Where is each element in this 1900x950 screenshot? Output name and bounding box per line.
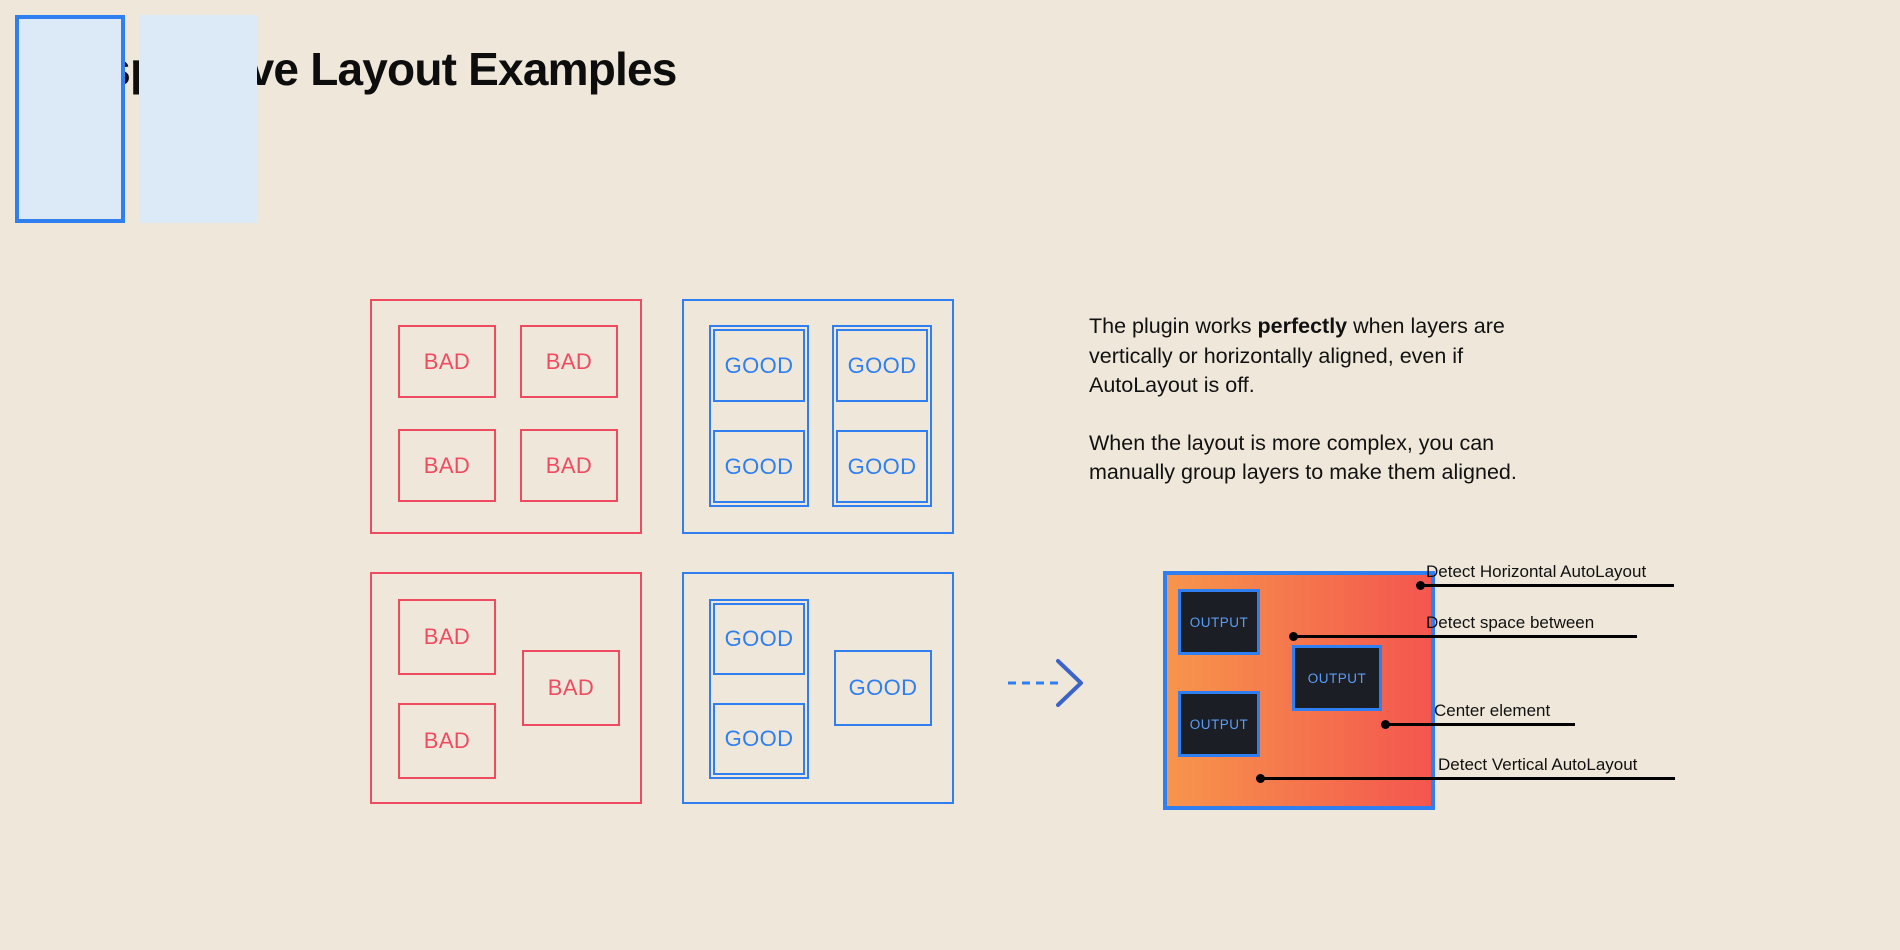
example-panel-good-offset: GOOD GOOD GOOD [682,572,954,804]
example-cell-bad: BAD [520,325,618,398]
preview-column-left [15,15,125,223]
preview-output-box: OUTPUT [1292,645,1382,711]
callout-label: Center element [1434,701,1551,720]
description-p1-emphasis: perfectly [1257,314,1348,338]
example-cell-good: GOOD [713,703,805,775]
callout-anchor-dot [1381,720,1390,729]
preview-output-box: OUTPUT [1178,691,1260,757]
example-cell-bad: BAD [520,429,618,502]
example-cell-good: GOOD [834,650,932,726]
example-panel-bad-offset: BAD BAD BAD [370,572,642,804]
layer-group-column-left [709,599,809,779]
example-cell-good: GOOD [713,603,805,675]
description-p1-before: The plugin works [1089,314,1258,338]
example-cell-bad: BAD [398,325,496,398]
callout-label: Detect space between [1426,613,1595,632]
description-paragraph-2: When the layout is more complex, you can… [1089,430,1517,485]
callout-label: Detect Vertical AutoLayout [1438,755,1638,774]
callout-anchor-dot [1256,774,1265,783]
callout-leader-line [1385,723,1575,726]
callout-leader-line [1293,635,1637,638]
example-cell-good: GOOD [713,329,805,402]
example-cell-good: GOOD [836,329,928,402]
callout-detect-horizontal-autolayout: Detect Horizontal AutoLayout [1416,552,1674,590]
callout-label: Detect Horizontal AutoLayout [1426,562,1647,581]
callout-detect-space-between: Detect space between [1289,603,1637,641]
example-cell-good: GOOD [836,430,928,503]
callout-anchor-dot [1289,632,1298,641]
preview-column-right [139,15,257,223]
callout-leader-line [1260,777,1675,780]
description-p1-after: when layers are vertically or horizontal… [1089,314,1505,397]
layer-group-column-left [709,325,809,507]
example-panel-bad-grid: BAD BAD BAD BAD [370,299,642,534]
callout-leader-line [1420,584,1674,587]
callout-center-element: Center element [1381,691,1575,729]
transition-arrow-icon [1008,658,1088,708]
example-cell-bad: BAD [398,429,496,502]
example-cell-bad: BAD [398,599,496,675]
description-text: The plugin works perfectly when layers a… [1089,312,1559,488]
example-panel-good-grid: GOOD GOOD GOOD GOOD [682,299,954,534]
example-cell-good: GOOD [713,430,805,503]
example-cell-bad: BAD [398,703,496,779]
preview-output-box: OUTPUT [1178,589,1260,655]
callout-detect-vertical-autolayout: Detect Vertical AutoLayout [1256,745,1675,783]
description-paragraph-1: The plugin works perfectly when layers a… [1089,312,1559,401]
example-cell-bad: BAD [522,650,620,726]
callout-anchor-dot [1416,581,1425,590]
layer-group-column-right [832,325,932,507]
